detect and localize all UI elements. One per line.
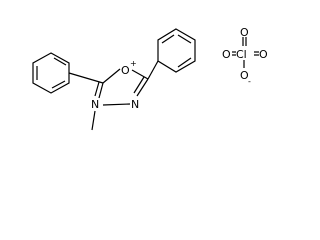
perchlorate-o-bottom: O: [240, 69, 249, 82]
perchlorate-anion: O O Cl O O -: [222, 26, 268, 86]
ring-positive-charge: +: [130, 59, 137, 68]
structure-svg: O + N N O O Cl O O -: [32, 26, 268, 131]
oxadiazolium-ring: [94, 68, 149, 106]
perchlorate-negative-charge: -: [248, 77, 251, 86]
phenyl-ring-right: [157, 28, 196, 73]
molecule-drawing: O + N N O O Cl O O -: [32, 26, 268, 131]
perchlorate-o-left: O: [222, 48, 231, 61]
ring-oxygen-label: O: [121, 64, 130, 77]
ring-nitrogen-n4-label: N: [91, 98, 99, 111]
perchlorate-o-right: O: [259, 48, 268, 61]
bond-c2-phenyl-right: [147, 60, 159, 80]
phenyl-ring-left: [32, 52, 70, 94]
ring-nitrogen-n3-label: N: [131, 98, 139, 111]
bond-c5-phenyl-left: [68, 72, 104, 84]
perchlorate-o-top: O: [240, 26, 249, 39]
perchlorate-chlorine: Cl: [236, 48, 247, 61]
methyl-bond: [91, 110, 96, 131]
